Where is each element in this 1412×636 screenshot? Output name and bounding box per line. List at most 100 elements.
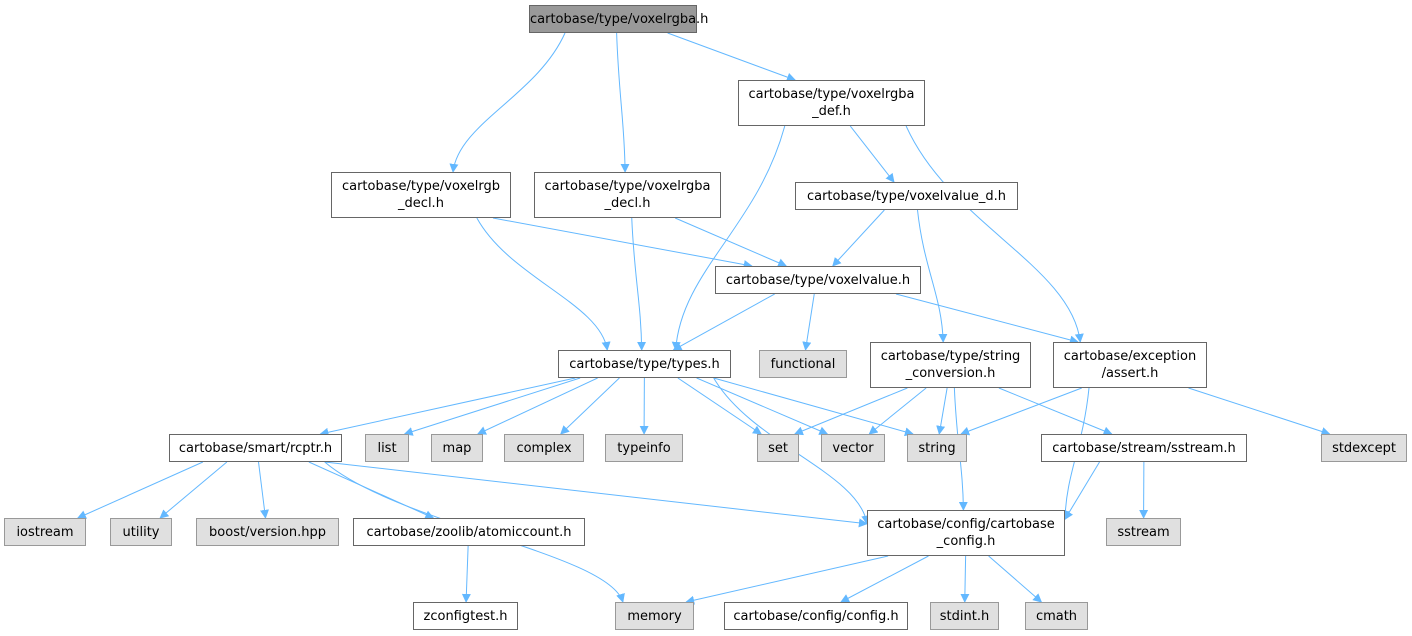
node-label-line: _conversion.h xyxy=(905,366,996,381)
node-list: list xyxy=(365,434,409,462)
node-label-line: cartobase/type/voxelrgba xyxy=(748,87,915,102)
node-label-line: cartobase/smart/rcptr.h xyxy=(178,440,333,456)
edge-types-to-set xyxy=(677,377,762,435)
edge-rcptr-to-boostver xyxy=(258,461,269,519)
node-rcptr[interactable]: cartobase/smart/rcptr.h xyxy=(169,434,342,462)
edge-assert-to-stdexcept xyxy=(1188,387,1331,436)
node-label-line: complex xyxy=(516,440,572,456)
edge-strconv-to-vector xyxy=(868,387,927,435)
node-label-line: typeinfo xyxy=(617,440,671,456)
node-label-line: vector xyxy=(832,440,874,456)
node-vector: vector xyxy=(821,434,885,462)
edge-sstream_h-to-cbconfig xyxy=(1064,461,1100,520)
edge-root-to-rgb_decl xyxy=(449,32,566,173)
node-label-line: cartobase/zoolib/atomiccount.h xyxy=(366,524,572,540)
edge-rcptr-to-utility xyxy=(159,461,228,519)
node-label-line: cartobase/type/voxelrgba xyxy=(544,179,711,194)
node-label-line: set xyxy=(768,440,788,456)
edge-rgba_def-to-value_d xyxy=(849,125,895,183)
node-root[interactable]: cartobase/type/voxelrgba.h xyxy=(529,5,709,33)
node-label-line: zconfigtest.h xyxy=(423,608,508,624)
node-label-line: list xyxy=(377,440,397,456)
edge-value-to-types xyxy=(672,293,775,351)
node-label-line: _def.h xyxy=(812,104,851,119)
edge-types-to-rcptr xyxy=(319,377,576,437)
node-label-line: cartobase/config/config.h xyxy=(733,608,899,624)
edge-types-to-complex xyxy=(560,377,620,435)
node-label-line: cartobase/type/voxelrgba.h xyxy=(530,11,709,27)
edge-value-to-assert xyxy=(895,293,1079,345)
edge-rgba_def-to-types xyxy=(671,125,786,351)
edge-value_d-to-strconv xyxy=(917,209,948,343)
node-atomic[interactable]: cartobase/zoolib/atomiccount.h xyxy=(353,518,585,546)
node-boostver: boost/version.hpp xyxy=(196,518,339,546)
edge-cbconfig-to-memory xyxy=(685,555,889,605)
edge-rgb_decl-to-value xyxy=(492,217,753,269)
node-value[interactable]: cartobase/type/voxelvalue.h xyxy=(715,266,921,294)
edge-rcptr-to-iostream xyxy=(76,461,204,519)
node-label-line: cmath xyxy=(1035,608,1078,624)
edge-assert-to-string xyxy=(960,387,1082,436)
edge-rcptr-to-cbconfig xyxy=(324,461,868,528)
node-label-line: cartobase/exception xyxy=(1063,349,1197,364)
edge-value_d-to-value xyxy=(832,209,885,267)
edge-rcptr-to-atomic xyxy=(308,461,435,519)
node-stdint: stdint.h xyxy=(930,602,999,630)
node-label-line: stdint.h xyxy=(939,608,990,624)
node-label-line: utility xyxy=(122,524,160,540)
node-cmath: cmath xyxy=(1025,602,1088,630)
node-zconfig[interactable]: zconfigtest.h xyxy=(413,602,518,630)
node-label-line: _config.h xyxy=(936,534,996,549)
node-config[interactable]: cartobase/config/config.h xyxy=(724,602,908,630)
node-types[interactable]: cartobase/type/types.h xyxy=(558,350,731,378)
node-functional: functional xyxy=(759,350,847,378)
node-label-line: stdexcept xyxy=(1332,440,1396,456)
edge-rgb_decl-to-types xyxy=(476,217,611,351)
node-label-line: cartobase/type/voxelrgb xyxy=(341,179,501,194)
edge-rgba_decl-to-types xyxy=(631,217,647,351)
node-stdexcept: stdexcept xyxy=(1321,434,1407,462)
edge-strconv-to-sstream_h xyxy=(998,387,1113,436)
edge-cbconfig-to-config xyxy=(840,555,929,603)
node-label-line: cartobase/config/cartobase xyxy=(877,517,1055,532)
node-rgba-def[interactable]: cartobase/type/voxelrgba _def.h xyxy=(738,80,925,126)
edge-atomic-to-zconfig xyxy=(461,545,471,603)
edge-types-to-vector xyxy=(696,377,829,435)
node-sstream: sstream xyxy=(1106,518,1181,546)
node-label-line: string xyxy=(918,440,956,456)
node-typeinfo: typeinfo xyxy=(605,434,683,462)
edge-types-to-cbconfig xyxy=(713,377,871,525)
node-label-line: cartobase/stream/sstream.h xyxy=(1052,440,1236,456)
edge-cbconfig-to-cmath xyxy=(988,555,1043,603)
edge-types-to-string xyxy=(713,377,914,437)
node-label-line: cartobase/type/types.h xyxy=(569,356,720,372)
node-label-line: sstream xyxy=(1117,524,1170,540)
node-string: string xyxy=(907,434,967,462)
node-label-line: cartobase/type/voxelvalue_d.h xyxy=(806,188,1007,204)
node-label-line: cartobase/type/string xyxy=(880,349,1021,364)
node-sstream-h[interactable]: cartobase/stream/sstream.h xyxy=(1041,434,1247,462)
edge-root-to-rgba_decl xyxy=(616,32,630,173)
edge-types-to-map xyxy=(476,377,598,435)
node-rgb-decl[interactable]: cartobase/type/voxelrgb _decl.h xyxy=(331,172,511,218)
node-label-line: functional xyxy=(770,356,836,372)
node-label-line: map xyxy=(442,440,472,456)
node-label-line: /assert.h xyxy=(1101,366,1159,381)
node-label-line: _decl.h xyxy=(398,196,444,211)
node-rgba-decl[interactable]: cartobase/type/voxelrgba _decl.h xyxy=(534,172,721,218)
node-map: map xyxy=(431,434,483,462)
node-cbconfig[interactable]: cartobase/config/cartobase _config.h xyxy=(867,510,1065,556)
edge-types-to-list xyxy=(403,377,581,436)
node-utility: utility xyxy=(110,518,172,546)
node-label-line: _decl.h xyxy=(604,196,651,211)
edge-strconv-to-string xyxy=(936,387,948,435)
node-value-d[interactable]: cartobase/type/voxelvalue_d.h xyxy=(795,182,1018,210)
node-strconv[interactable]: cartobase/type/string _conversion.h xyxy=(870,342,1031,388)
node-memory: memory xyxy=(615,602,694,630)
edge-rgba_decl-to-value xyxy=(674,217,788,267)
node-assert[interactable]: cartobase/exception/assert.h xyxy=(1053,342,1207,388)
node-complex: complex xyxy=(504,434,584,462)
node-label-line: boost/version.hpp xyxy=(209,524,326,540)
edge-cbconfig-to-stdint xyxy=(960,555,970,603)
